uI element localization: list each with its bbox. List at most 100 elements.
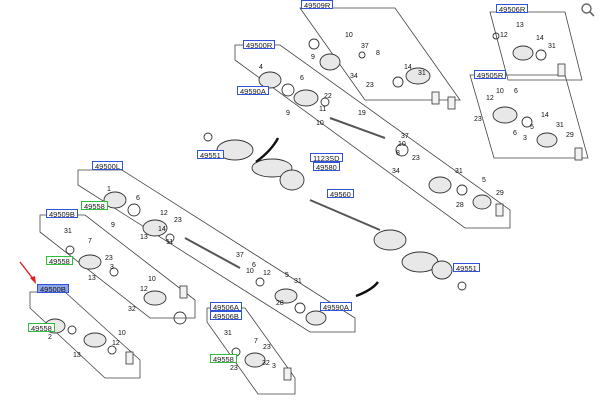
part-number: 23 (366, 82, 374, 89)
part-number: 23 (174, 217, 182, 224)
cv-outer-49590A (305, 310, 327, 326)
link-curve-lower (355, 281, 379, 298)
ref-49551-right[interactable]: 49551 (453, 263, 480, 273)
group-frame-49500R (234, 44, 511, 229)
part-number: 3 (272, 363, 276, 370)
ring (255, 277, 265, 287)
ref-49500B[interactable]: 49500B (37, 284, 69, 294)
part-number: 6 (252, 262, 256, 269)
ref-49506A[interactable]: 49506A (210, 302, 242, 312)
cv-boot-upper (251, 158, 293, 178)
ref-49509R[interactable]: 49509R (301, 0, 334, 10)
ring (492, 32, 500, 40)
part-number: 23 (412, 155, 420, 162)
ring (457, 281, 467, 291)
part-number: 4 (259, 64, 263, 71)
ring (67, 325, 77, 335)
part-number: 23 (474, 116, 482, 123)
cv-outer-right-group (405, 67, 431, 85)
part-number: 19 (358, 110, 366, 117)
part-number: 6 (300, 75, 304, 82)
ref-49505R[interactable]: 49505R (474, 70, 507, 80)
part-number: 12 (263, 270, 271, 277)
part-number: 7 (88, 238, 92, 245)
grease-tube (283, 367, 292, 381)
part-number: 3 (523, 135, 527, 142)
ring (456, 184, 468, 196)
cv-boot-49509B-2 (143, 290, 167, 306)
red-arrow-head (30, 276, 36, 284)
part-number: 1 (107, 186, 111, 193)
cv-boot-49509B (78, 254, 102, 270)
part-number: 12 (500, 32, 508, 39)
ref-49560[interactable]: 49560 (327, 189, 354, 199)
part-number: 23 (105, 255, 113, 262)
part-number: 13 (516, 22, 524, 29)
ref-49500R[interactable]: 49500R (243, 40, 276, 50)
shaft-right (329, 117, 386, 139)
ring (395, 143, 409, 157)
ref-1123SD[interactable]: 1123SD (310, 153, 343, 163)
grease-tube (495, 203, 504, 217)
cv-joint-upper-right (279, 169, 305, 191)
grease-tube (557, 63, 566, 77)
part-number: 10 (398, 141, 406, 148)
ref-49509B[interactable]: 49509B (46, 209, 78, 219)
ref-49500L[interactable]: 49500L (92, 161, 124, 171)
ref-49558-b[interactable]: 49558 (46, 256, 73, 266)
ref-49506B[interactable]: 49506B (210, 311, 242, 321)
grease-tube (179, 285, 188, 299)
ring (392, 76, 404, 88)
ring (358, 51, 366, 59)
grease-tube (431, 91, 440, 105)
cv-joint-lower-right (431, 260, 453, 280)
ref-49590A-top[interactable]: 49590A (237, 86, 269, 96)
part-number: 10 (316, 120, 324, 127)
part-number: 10 (148, 276, 156, 283)
cv-joint-lower-left (373, 229, 407, 251)
part-number: 9 (311, 54, 315, 61)
ring (109, 267, 119, 277)
shaft-main (309, 199, 381, 231)
part-number: 10 (496, 88, 504, 95)
group-frame-49509R (299, 7, 461, 101)
ref-49558-a[interactable]: 49558 (81, 201, 108, 211)
zoom-icon[interactable] (580, 2, 596, 18)
part-number: 14 (158, 226, 166, 233)
ring (173, 311, 187, 325)
ref-49580[interactable]: 49580 (313, 162, 340, 172)
part-number: 12 (160, 210, 168, 217)
part-number: 5 (285, 272, 289, 279)
ring (281, 83, 295, 97)
shaft-left (184, 237, 241, 269)
part-number: 14 (541, 112, 549, 119)
part-number: 2 (48, 334, 52, 341)
ring (320, 97, 330, 107)
ring (521, 116, 533, 128)
ring (535, 49, 547, 61)
part-number: 12 (140, 286, 148, 293)
part-number: 6 (513, 130, 517, 137)
part-number: 5 (482, 177, 486, 184)
part-number: 12 (486, 95, 494, 102)
cv-inner-right-2 (472, 194, 492, 210)
part-number: 23 (263, 344, 271, 351)
group-frame-49505R (469, 74, 589, 159)
ref-49590A-bottom[interactable]: 49590A (320, 302, 352, 312)
part-number: 37 (236, 252, 244, 259)
ref-49558-d[interactable]: 49558 (210, 354, 237, 364)
part-number: 6 (136, 195, 140, 202)
part-number: 10 (118, 330, 126, 337)
part-number: 23 (230, 365, 238, 372)
part-number: 14 (536, 35, 544, 42)
part-number: 13 (140, 234, 148, 241)
part-number: 13 (88, 275, 96, 282)
group-frame-49506A (206, 307, 296, 395)
ref-49506R[interactable]: 49506R (496, 4, 529, 14)
ref-49551-top[interactable]: 49551 (197, 150, 224, 160)
part-number: 29 (496, 190, 504, 197)
ref-49558-c[interactable]: 49558 (28, 323, 55, 333)
cv-boot-49506A (244, 352, 266, 368)
part-number: 34 (392, 168, 400, 175)
part-number: 29 (566, 132, 574, 139)
